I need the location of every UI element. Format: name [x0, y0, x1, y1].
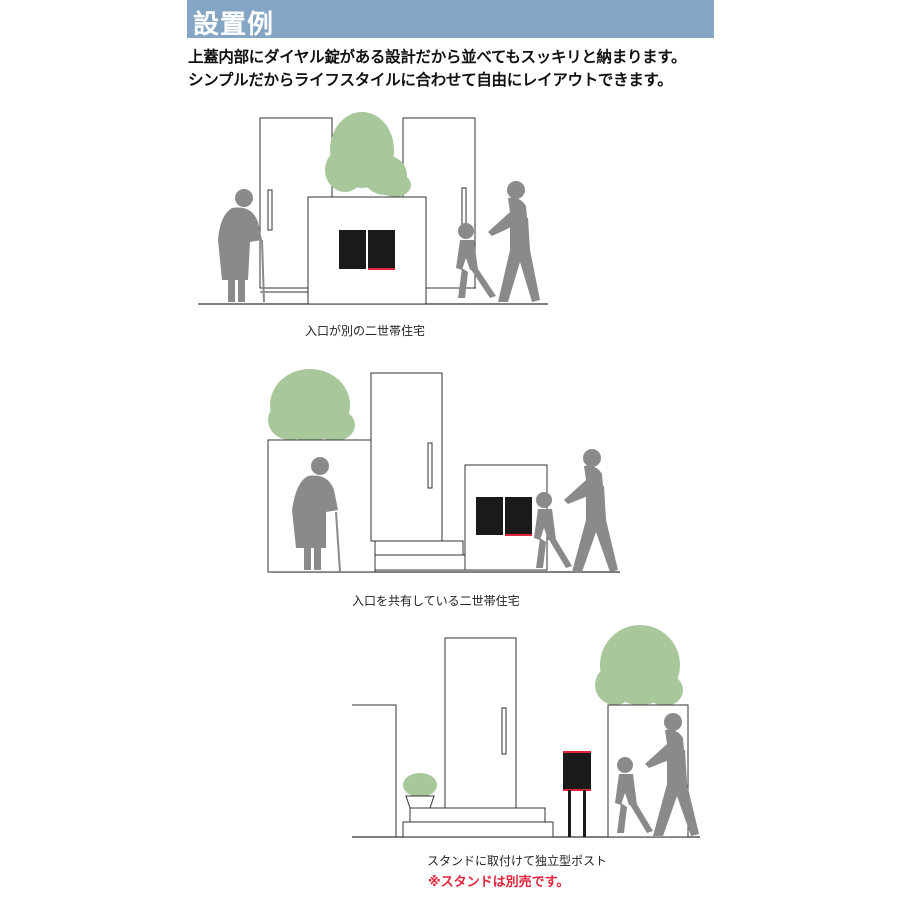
child-icon	[615, 757, 653, 833]
description-line-2: シンプルだからライフスタイルに合わせて自由にレイアウトできます。	[188, 71, 673, 89]
section-header-band	[187, 0, 714, 38]
child-icon	[456, 223, 496, 298]
tree-icon	[325, 112, 411, 197]
caption-separate-entrances: 入口が別の二世帯住宅	[305, 324, 426, 338]
caption-standalone-post: スタンドに取付けて独立型ポスト	[427, 854, 608, 868]
tree-icon	[595, 625, 683, 706]
adult-person-icon	[564, 449, 618, 572]
description-line-1: 上蓋内部にダイヤル錠がある設計だから並べてもスッキリと納まります。	[188, 48, 687, 66]
section-title: 設置例	[193, 10, 275, 40]
standalone-mailbox	[563, 751, 591, 837]
caption-shared-entrance: 入口を共有している二世帯住宅	[352, 594, 520, 608]
stand-sold-separately-note: ※スタンドは別売です。	[428, 875, 570, 890]
potted-plant-icon	[403, 773, 437, 809]
elderly-person-icon	[218, 189, 265, 303]
tree-icon	[268, 369, 355, 441]
elderly-person-icon	[292, 457, 341, 573]
mailbox-pair	[476, 497, 532, 536]
mailbox-pair	[339, 230, 395, 270]
child-icon	[534, 492, 572, 568]
adult-person-icon	[645, 713, 699, 836]
adult-person-icon	[488, 181, 540, 302]
